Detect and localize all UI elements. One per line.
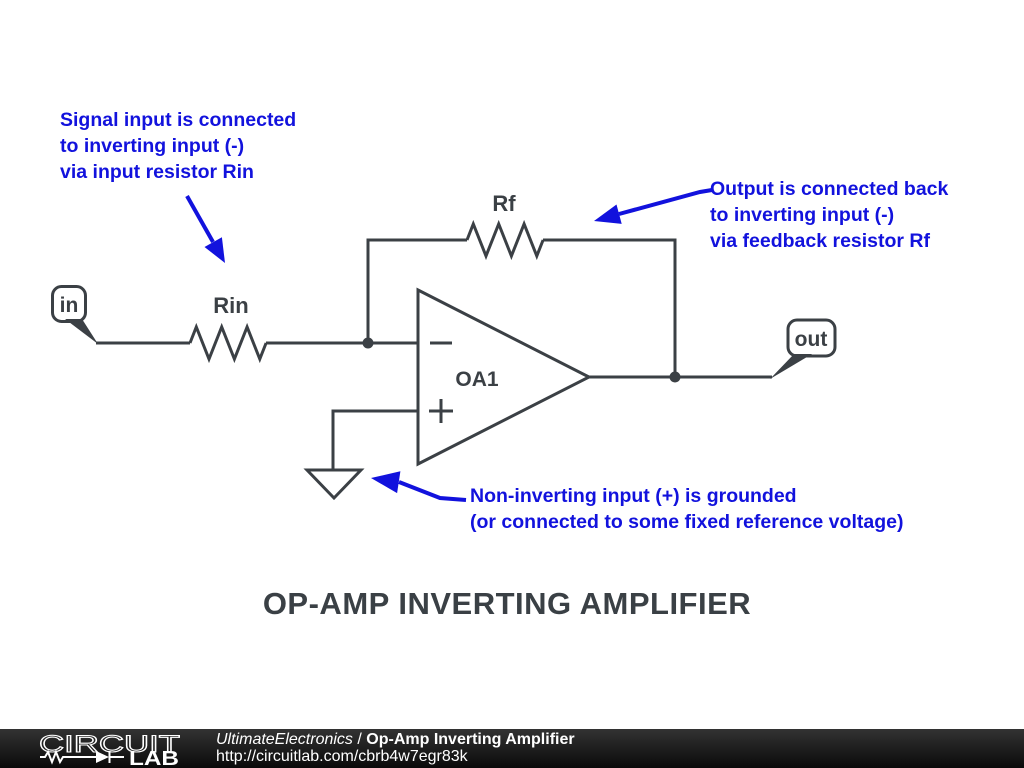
rf-label: Rf — [492, 191, 516, 216]
footer-separator: / — [352, 731, 367, 748]
junction-dot-output — [669, 371, 681, 383]
arrow-head-signal-input — [204, 237, 225, 263]
annotation-line: to inverting input (-) — [60, 135, 245, 157]
ground-symbol — [303, 468, 365, 501]
arrow-head-ground — [371, 471, 401, 494]
footer-author: UltimateElectronics — [216, 731, 353, 748]
opamp-label: OA1 — [455, 368, 499, 391]
footer-url[interactable]: http://circuitlab.com/cbrb4w7egr83k — [216, 748, 468, 765]
resistor-rin — [188, 322, 268, 364]
footer-breadcrumb: UltimateElectronics / Op-Amp Inverting A… — [216, 731, 575, 748]
opamp-triangle — [416, 287, 593, 467]
out-flag-tail — [770, 354, 812, 379]
arrow-shaft-signal-input — [185, 195, 215, 243]
junction-dot-inverting — [362, 337, 374, 349]
out-terminal-label: out — [795, 328, 828, 351]
wire-noninverting-to-ground — [331, 409, 418, 470]
wire-feedback-right — [543, 238, 677, 377]
circuitlab-logo: CIRCUIT LAB — [38, 730, 181, 768]
arrow-shaft-feedback — [618, 188, 713, 216]
footer-text-block: UltimateElectronics / Op-Amp Inverting A… — [216, 731, 575, 765]
arrow-shaft-ground — [398, 480, 467, 502]
annotation-line: to inverting input (-) — [710, 204, 895, 226]
footer-bar: CIRCUIT LAB UltimateElectronics / Op-Amp… — [0, 729, 1024, 768]
arrow-head-feedback — [594, 204, 622, 224]
rin-label: Rin — [213, 293, 248, 318]
resistor-rf — [465, 219, 545, 261]
annotation-line: Output is connected back — [710, 178, 949, 200]
logo-diode-bar-icon — [108, 751, 124, 763]
out-terminal-flag — [786, 318, 837, 358]
annotation-line: via input resistor Rin — [60, 161, 254, 183]
annotation-feedback: Output is connected back to inverting in… — [710, 176, 948, 254]
wire-feedback-left — [366, 238, 467, 343]
in-flag-tail — [65, 319, 98, 344]
diagram-title: OP-AMP INVERTING AMPLIFIER — [262, 586, 752, 621]
annotation-line: Signal input is connected — [60, 109, 297, 131]
logo-diode-icon — [96, 751, 109, 763]
opamp-plus-mark — [429, 399, 453, 423]
logo-resistor-icon — [40, 749, 96, 765]
in-terminal-label: in — [60, 294, 79, 317]
annotation-ground: Non-inverting input (+) is grounded (or … — [470, 483, 903, 535]
annotation-line: via feedback resistor Rf — [710, 230, 931, 252]
footer-schematic-title: Op-Amp Inverting Amplifier — [366, 731, 575, 748]
annotation-signal-input: Signal input is connected to inverting i… — [60, 107, 296, 185]
annotation-line: Non-inverting input (+) is grounded — [470, 485, 797, 507]
logo-lab-word: LAB — [129, 748, 179, 768]
annotation-line: (or connected to some fixed reference vo… — [470, 511, 904, 533]
